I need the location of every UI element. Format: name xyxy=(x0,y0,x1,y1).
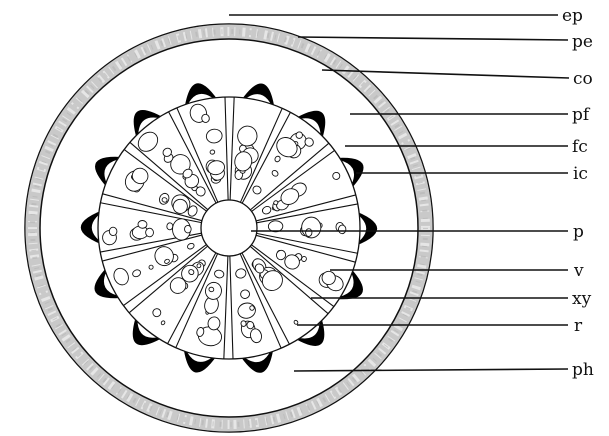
label-v: v xyxy=(573,261,584,281)
xylem-vessel xyxy=(138,220,147,228)
xylem-vessel xyxy=(249,305,255,311)
xylem-vessel xyxy=(338,225,346,234)
label-fc: fc xyxy=(572,137,588,157)
xylem-vessel xyxy=(241,320,247,326)
label-pf: pf xyxy=(572,105,591,125)
label-p: p xyxy=(573,222,584,242)
xylem-vessel xyxy=(109,227,117,236)
vascular-cylinder xyxy=(98,97,360,359)
label-r: r xyxy=(574,316,583,336)
xylem-vessel xyxy=(184,225,191,233)
labels: ep pe co pf fc ic p v xy r ph xyxy=(562,6,594,380)
label-co: co xyxy=(573,69,593,89)
pith xyxy=(201,200,257,256)
xylem-vessel xyxy=(167,223,173,230)
label-ph: ph xyxy=(572,360,594,380)
xylem-vessel xyxy=(145,228,153,237)
label-ep: ep xyxy=(562,6,583,26)
label-ic: ic xyxy=(573,164,588,184)
label-pe: pe xyxy=(572,32,593,52)
xylem-vessel xyxy=(210,150,215,155)
label-xy: xy xyxy=(572,289,592,309)
leader-pe xyxy=(298,37,568,40)
xylem-vessel xyxy=(305,228,312,236)
